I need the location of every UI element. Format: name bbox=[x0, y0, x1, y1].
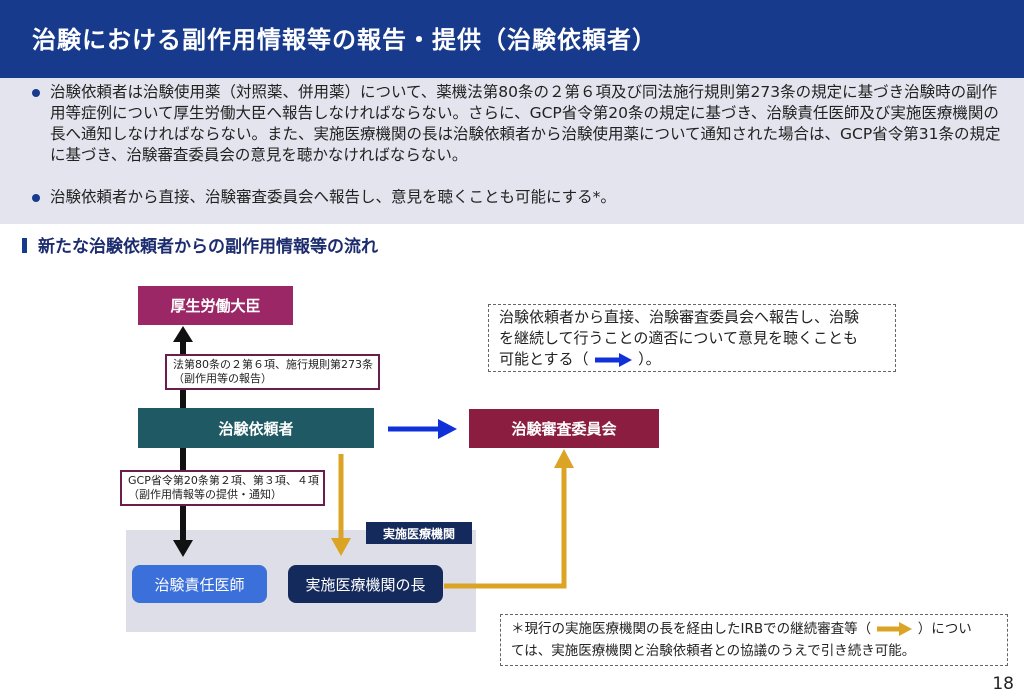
callout-line2: を継続して行うことの適否について意見を聴くことも bbox=[499, 329, 858, 347]
callout-suffix: ）。 bbox=[638, 350, 661, 368]
minister-label: 厚生労働大臣 bbox=[170, 297, 261, 315]
note-minister-line1: 法第80条の２第６項、施行規則第273条 bbox=[173, 358, 373, 371]
bullet-dot-icon bbox=[32, 194, 40, 202]
callout-line3: 可能とする（ ）。 bbox=[499, 349, 885, 370]
footnote-suffix: ）につい bbox=[917, 621, 972, 637]
intro-panel bbox=[0, 78, 1024, 224]
header-bar bbox=[0, 0, 1024, 78]
arrow-sponsor-to-site-head bbox=[331, 454, 351, 556]
investigator-label: 治験責任医師 bbox=[154, 575, 245, 594]
page-title: 治験における副作用情報等の報告・提供（治験依頼者） bbox=[32, 26, 657, 54]
bullet-dot-icon bbox=[32, 89, 40, 97]
sponsor-box: 治験依頼者 bbox=[138, 408, 374, 448]
site-label-box: 実施医療機関 bbox=[366, 522, 472, 544]
gold-arrow-icon bbox=[877, 622, 913, 636]
note-minister-law: 法第80条の２第６項、施行規則第273条 （副作用等の報告） bbox=[165, 354, 380, 390]
note-minister-line2: （副作用等の報告） bbox=[173, 372, 272, 385]
irb-box: 治験審査委員会 bbox=[469, 409, 659, 448]
page-number: 18 bbox=[992, 674, 1014, 694]
site-head-box: 実施医療機関の長 bbox=[288, 565, 443, 603]
footnote-line2: ては、実施医療機関と治験依頼者との協議のうえで引き続き可能。 bbox=[511, 643, 916, 659]
intro-bullet-2: 治験依頼者から直接、治験審査委員会へ報告し、意見を聴くことも可能にする*。 bbox=[26, 187, 1006, 208]
callout-prefix: 可能とする（ bbox=[499, 350, 589, 368]
note-gcp-line1: GCP省令第20条第２項、第３項、４項 bbox=[128, 474, 319, 487]
sponsor-label: 治験依頼者 bbox=[218, 419, 294, 438]
site-label: 実施医療機関 bbox=[382, 526, 455, 541]
footnote-prefix: ＊現行の実施医療機関の長を経由したIRBでの継続審査等（ bbox=[511, 621, 872, 637]
footnote-box: ＊現行の実施医療機関の長を経由したIRBでの継続審査等（ ）につい ては、実施医… bbox=[500, 614, 1008, 666]
arrow-sponsor-to-irb bbox=[388, 419, 457, 439]
investigator-box: 治験責任医師 bbox=[132, 565, 267, 603]
section-title: 新たな治験依頼者からの副作用情報等の流れ bbox=[38, 237, 378, 257]
note-gcp-line2: （副作用情報等の提供・通知） bbox=[128, 488, 282, 501]
blue-arrow-icon bbox=[595, 352, 633, 367]
callout-line1: 治験依頼者から直接、治験審査委員会へ報告し、治験 bbox=[499, 308, 860, 326]
note-gcp-article: GCP省令第20条第２項、第３項、４項 （副作用情報等の提供・通知） bbox=[120, 470, 325, 506]
footnote-line1: ＊現行の実施医療機関の長を経由したIRBでの継続審査等（ ）につい bbox=[511, 618, 997, 640]
callout-direct-report: 治験依頼者から直接、治験審査委員会へ報告し、治験 を継続して行うことの適否につい… bbox=[488, 304, 896, 372]
arrow-site-head-to-irb bbox=[444, 449, 574, 589]
site-head-label: 実施医療機関の長 bbox=[305, 575, 426, 594]
intro-bullet-text: 治験依頼者は治験使用薬（対照薬、併用薬）について、薬機法第80条の２第６項及び同… bbox=[50, 83, 1001, 164]
section-marker bbox=[22, 238, 27, 253]
intro-bullet-text: 治験依頼者から直接、治験審査委員会へ報告し、意見を聴くことも可能にする*。 bbox=[50, 188, 616, 206]
minister-box: 厚生労働大臣 bbox=[138, 286, 293, 325]
irb-label: 治験審査委員会 bbox=[511, 420, 617, 438]
intro-bullet-1: 治験依頼者は治験使用薬（対照薬、併用薬）について、薬機法第80条の２第６項及び同… bbox=[26, 82, 1006, 166]
